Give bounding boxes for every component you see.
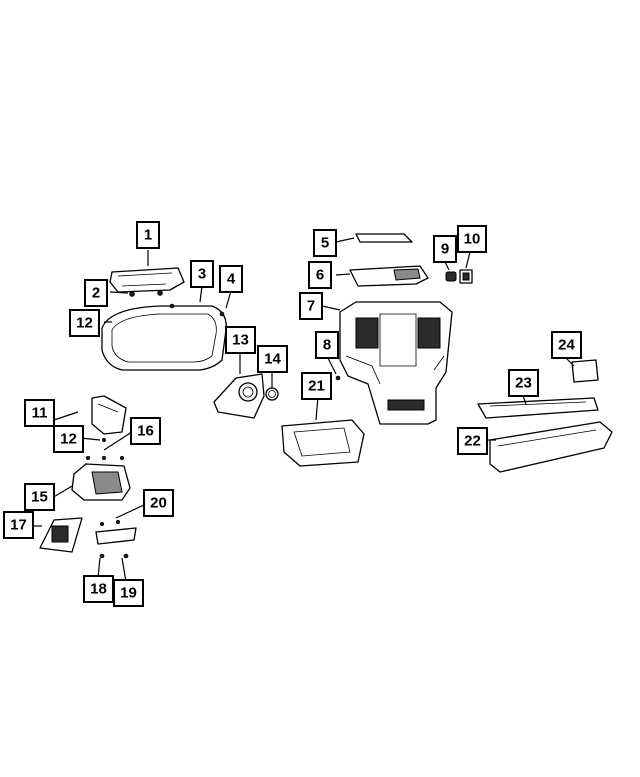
svg-text:14: 14 — [264, 351, 281, 368]
svg-text:18: 18 — [90, 581, 107, 598]
callout-17: 17 — [3, 511, 34, 539]
svg-text:24: 24 — [558, 337, 575, 354]
callout-19: 19 — [113, 579, 144, 607]
part-cover-17 — [39, 517, 83, 553]
part-bracket-20 — [95, 519, 137, 545]
svg-text:11: 11 — [32, 405, 48, 422]
svg-text:20: 20 — [150, 495, 167, 512]
svg-text:4: 4 — [227, 271, 236, 288]
callout-3: 3 — [190, 260, 214, 288]
svg-text:23: 23 — [515, 375, 532, 392]
callout-9: 9 — [433, 235, 457, 263]
callout-4: 4 — [219, 265, 243, 293]
callout-12b: 12 — [53, 425, 84, 453]
svg-text:2: 2 — [92, 285, 100, 302]
svg-text:9: 9 — [441, 241, 449, 258]
part-panel-22 — [489, 421, 613, 473]
svg-text:15: 15 — [31, 489, 48, 506]
callout-14: 14 — [257, 345, 288, 373]
part-cluster-hood — [109, 267, 185, 293]
part-upper-bezel — [349, 265, 429, 287]
svg-text:3: 3 — [198, 266, 206, 283]
svg-text:21: 21 — [308, 378, 325, 395]
part-clips-2 — [129, 290, 163, 297]
callout-11: 11 — [24, 399, 55, 427]
part-clips-16 — [85, 455, 125, 461]
callout-23: 23 — [508, 369, 539, 397]
callout-15: 15 — [24, 483, 55, 511]
part-lower-bezel-13 — [213, 373, 265, 419]
callout-12a: 12 — [69, 309, 100, 337]
part-top-trim — [355, 233, 413, 243]
callout-18: 18 — [83, 575, 114, 603]
leader-lines — [30, 237, 575, 583]
svg-text:13: 13 — [232, 332, 249, 349]
svg-text:8: 8 — [323, 337, 331, 354]
callout-10: 10 — [457, 225, 487, 253]
callout-21: 21 — [301, 372, 332, 400]
part-clip-12-lower — [101, 437, 107, 443]
svg-text:5: 5 — [321, 235, 329, 252]
part-panel-15 — [71, 463, 131, 501]
part-side-trim-11 — [91, 395, 127, 435]
callout-6: 6 — [308, 261, 332, 289]
svg-text:17: 17 — [10, 517, 27, 534]
callout-2: 2 — [84, 279, 108, 307]
callout-5: 5 — [313, 229, 337, 257]
callout-13: 13 — [225, 326, 256, 354]
callout-1: 1 — [136, 221, 160, 249]
part-switch-9 — [445, 271, 457, 282]
svg-text:7: 7 — [307, 298, 315, 315]
part-panel-24 — [571, 359, 599, 383]
part-cluster-bezel — [101, 303, 227, 371]
part-ring-14 — [265, 387, 279, 401]
svg-text:10: 10 — [464, 231, 481, 248]
svg-text:6: 6 — [316, 267, 324, 284]
callout-20: 20 — [143, 489, 174, 517]
part-center-stack — [339, 301, 453, 425]
svg-text:22: 22 — [464, 433, 481, 450]
svg-text:16: 16 — [137, 423, 154, 440]
callout-16: 16 — [130, 417, 161, 445]
svg-text:12: 12 — [76, 315, 93, 332]
part-console-21 — [281, 419, 365, 467]
part-dash-strip-23 — [477, 397, 599, 419]
part-clip-8 — [335, 375, 341, 381]
callout-8: 8 — [315, 331, 339, 359]
svg-text:1: 1 — [144, 227, 152, 244]
svg-text:12: 12 — [60, 431, 77, 448]
callout-22: 22 — [457, 427, 488, 455]
callout-7: 7 — [299, 292, 323, 320]
part-switch-10 — [459, 269, 473, 284]
svg-text:19: 19 — [120, 585, 137, 602]
part-screws-18-19 — [99, 553, 129, 559]
callout-24: 24 — [551, 331, 582, 359]
